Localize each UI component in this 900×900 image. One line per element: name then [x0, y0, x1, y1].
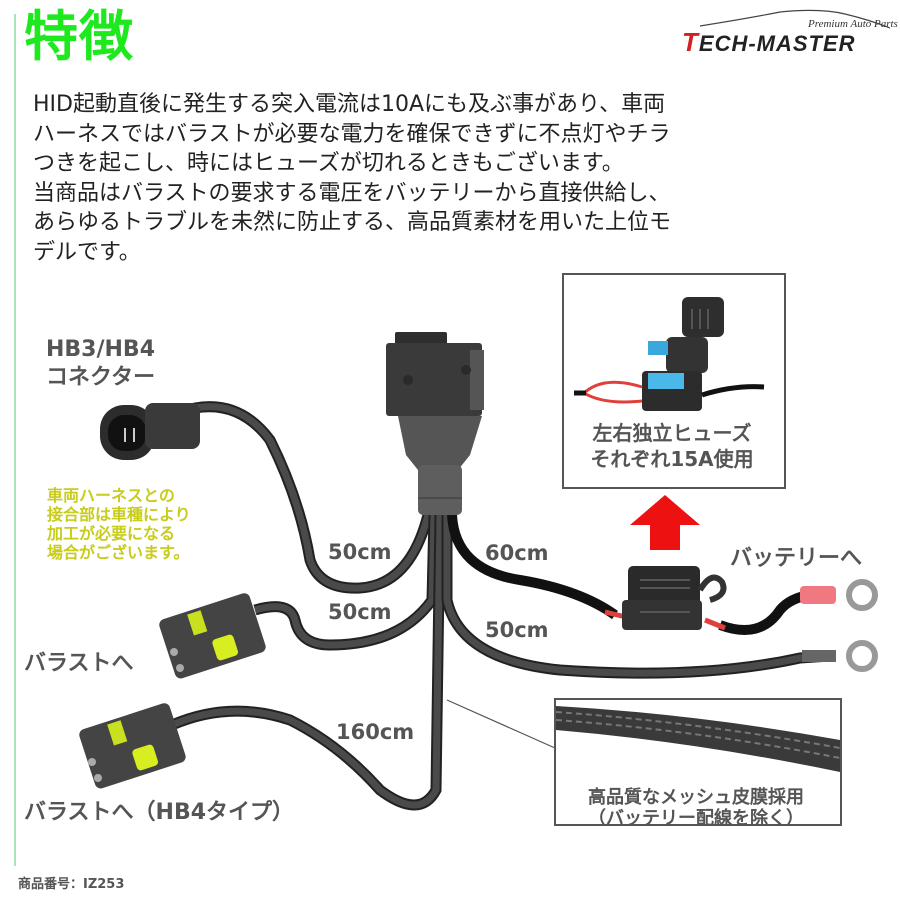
product-code: 商品番号：IZ253: [18, 877, 125, 892]
ballast-hb4-connector-icon: [79, 703, 186, 789]
description-line: HID起動直後に発生する突入電流は10Aにも及ぶ事があり、車両: [33, 92, 666, 117]
hb3-hb4-connector-icon: [100, 403, 200, 460]
wire-battery-negative: [443, 515, 831, 677]
brand-name-rest: ECH-MASTER: [698, 31, 856, 56]
mesh-callout-box: [554, 698, 842, 826]
length-ballast-wire: 50cm: [328, 600, 392, 624]
length-battery-negative: 50cm: [485, 618, 549, 642]
mesh-caption-line1: 高品質なメッシュ皮膜採用: [588, 787, 804, 808]
accent-divider-line: [14, 14, 16, 866]
mesh-caption-line2: （バッテリー配線を除く）: [588, 808, 804, 829]
callout-leader-line: [446, 699, 556, 749]
fuse-photo-illustration: [574, 297, 765, 411]
length-connector-wire: 50cm: [328, 540, 392, 564]
positive-terminal-sleeve: [800, 586, 836, 604]
note-line: 場合がございます。: [47, 543, 190, 562]
note-line: 加工が必要になる: [47, 524, 176, 543]
note-line: 接合部は車種により: [47, 505, 191, 524]
wire-ballast-hb4: [170, 514, 444, 809]
positive-ring-terminal-icon: [846, 579, 878, 611]
car-silhouette-icon: [699, 9, 891, 29]
brand-name: TECH-MASTER: [682, 27, 856, 58]
description-text: HID起動直後に発生する突入電流は10Aにも及ぶ事があり、車両 ハーネスではバラ…: [33, 90, 803, 267]
battery-label: バッテリーへ: [730, 546, 863, 571]
negative-ring-terminal-icon: [846, 640, 878, 672]
brand-logo: [680, 8, 895, 56]
ballast-hb4-label: バラストへ（HB4タイプ）: [24, 800, 295, 825]
connector-label: HB3/HB4 コネクター: [46, 336, 155, 392]
note-line: 車両ハーネスとの: [47, 486, 175, 505]
description-line: あらゆるトラブルを未然に防止する、高品質素材を用いた上位モ: [33, 210, 672, 235]
mesh-callout-caption: 高品質なメッシュ皮膜採用 （バッテリー配線を除く）: [556, 787, 836, 829]
up-arrow-icon: [630, 495, 700, 550]
fuse-callout-caption: 左右独立ヒューズ それぞれ15A使用: [566, 420, 778, 472]
brand-tagline: Premium Auto Parts: [808, 18, 898, 30]
page-title: 特徴: [24, 5, 134, 68]
length-ballast-hb4-wire: 160cm: [336, 720, 415, 744]
wire-ballast: [254, 514, 438, 649]
description-line: デルです。: [33, 239, 141, 265]
description-line: ハーネスではバラストが必要な電力を確保できずに不点灯やチラ: [33, 121, 671, 147]
wire-connector: [191, 403, 432, 592]
connector-label-line1: HB3/HB4: [46, 337, 156, 362]
negative-terminal-sleeve: [802, 650, 836, 662]
connector-label-line2: コネクター: [46, 365, 156, 390]
fuse-caption-line1: 左右独立ヒューズ: [592, 421, 752, 445]
description-line: つきを起こし、時にはヒューズが切れるときもございます。: [33, 151, 624, 176]
brand-first-letter: T: [682, 27, 699, 57]
inline-fuse-holder: [622, 566, 727, 630]
length-battery-positive: 60cm: [485, 541, 549, 565]
mesh-sleeve-illustration: [556, 706, 840, 772]
compatibility-note: 車両ハーネスとの 接合部は車種により 加工が必要になる 場合がございます。: [47, 486, 191, 562]
fuse-caption-line2: それぞれ15A使用: [590, 447, 754, 471]
relay-box: [386, 332, 484, 515]
ballast-connector-icon: [159, 593, 266, 679]
fuse-callout-box: [562, 273, 786, 489]
ballast-label: バラストへ: [24, 651, 134, 676]
description-line: 当商品はバラストの要求する電圧をバッテリーから直接供給し、: [33, 180, 671, 206]
